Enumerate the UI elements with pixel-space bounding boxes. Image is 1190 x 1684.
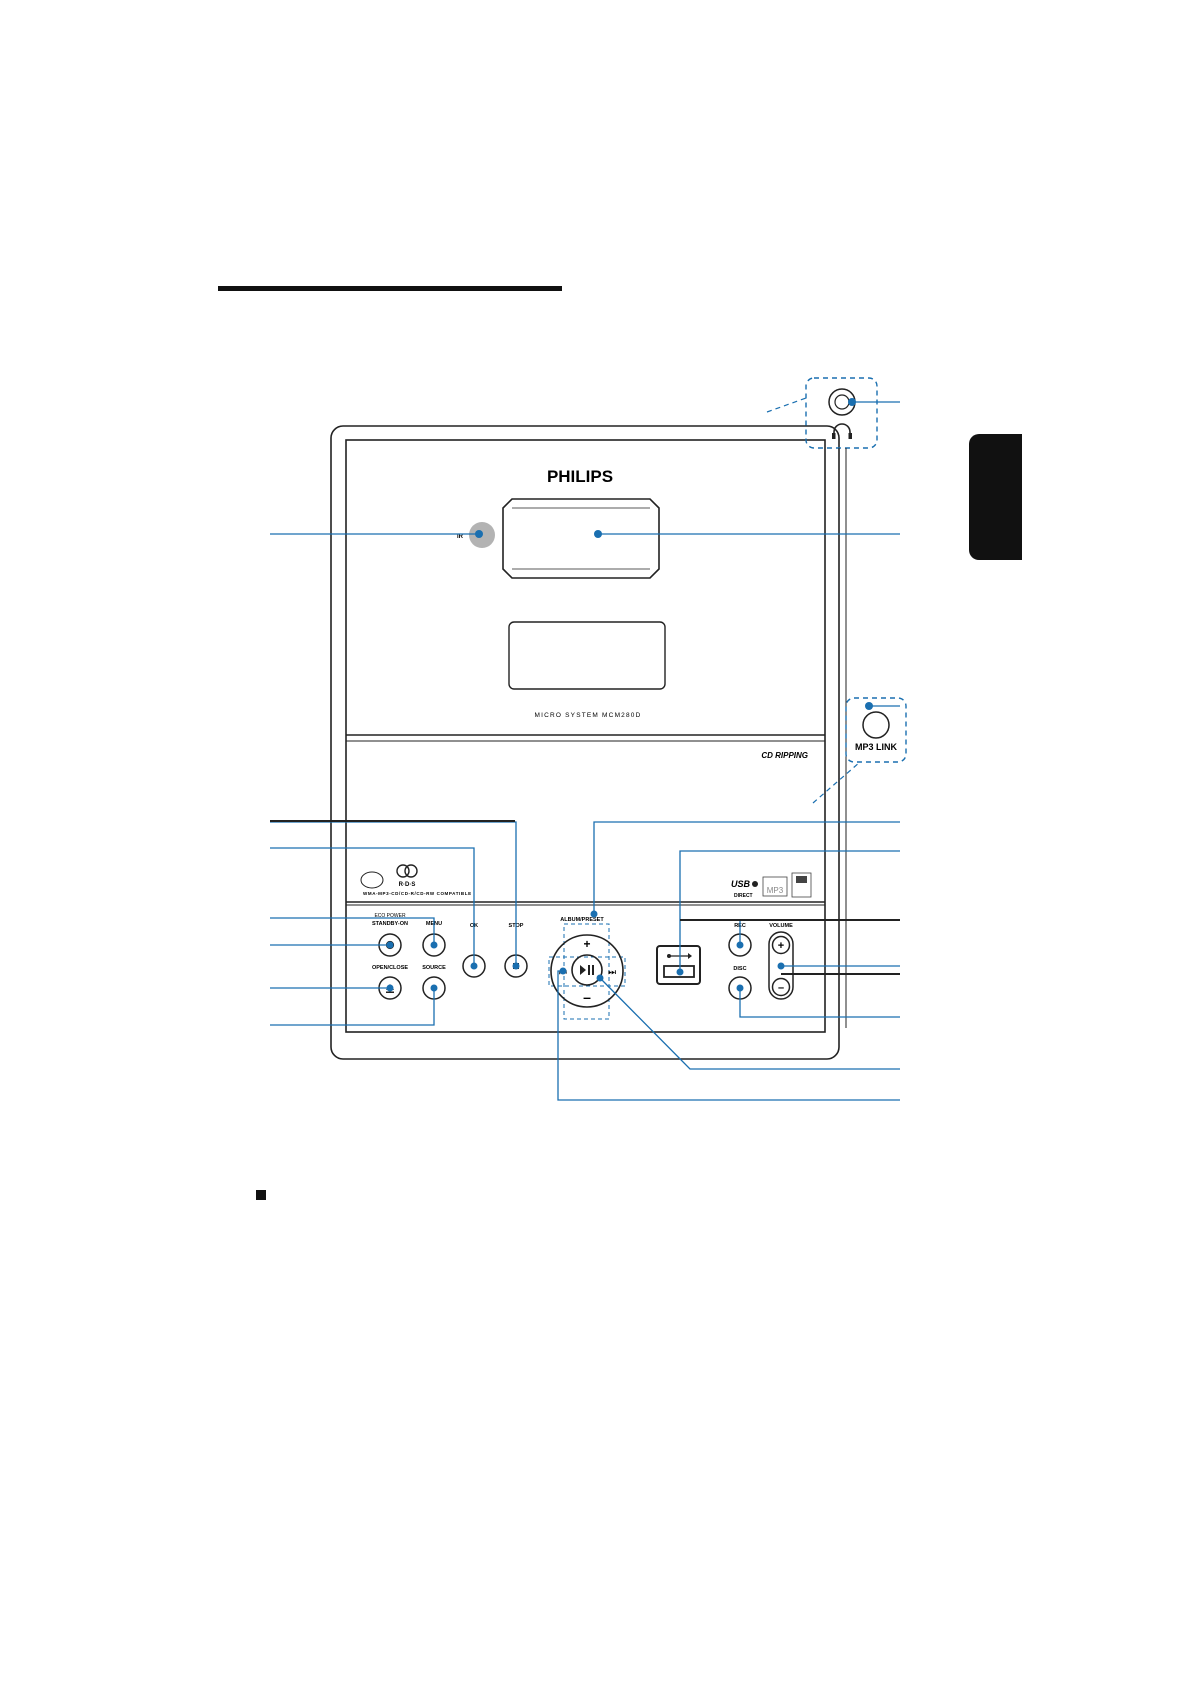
cd-window	[508, 621, 666, 690]
section-title-rule	[218, 286, 562, 291]
model-label: MICRO SYSTEM MCM280D	[534, 712, 641, 719]
album-down-icon[interactable]: –	[583, 989, 591, 1005]
mp3-link-label: MP3 LINK	[855, 742, 898, 752]
callout-play-pause	[599, 977, 900, 1070]
volume-up-button[interactable]	[771, 935, 791, 955]
callout-usb	[679, 850, 900, 972]
callout-rec	[739, 919, 900, 945]
headphone-icon	[832, 423, 852, 439]
cd-ripping-label: CD RIPPING	[761, 751, 808, 760]
usb-direct-label: DIRECT	[734, 893, 753, 899]
callout-disc	[739, 988, 900, 1018]
play-pause-button[interactable]	[571, 954, 603, 986]
svg-text:USB: USB	[731, 879, 751, 889]
volume-down-button[interactable]	[771, 977, 791, 997]
mp3-link-detail-box	[845, 697, 907, 763]
next-icon[interactable]: ⏭	[608, 967, 616, 977]
callout-source	[270, 988, 435, 1026]
rds-logo-label: R·D·S	[399, 882, 416, 888]
mp3-link-jack[interactable]	[862, 711, 890, 739]
note-bullet	[256, 1190, 266, 1200]
usb-icon	[667, 953, 692, 959]
open-close-label: OPEN/CLOSE	[372, 965, 408, 971]
source-label: SOURCE	[422, 965, 446, 971]
eco-power-label-1: ECO POWER	[374, 913, 406, 919]
compatibility-label: WMA-MP3-CD/CD-R/CD-RW COMPATIBLE	[363, 891, 472, 896]
usb-port-frame	[656, 945, 701, 985]
callout-menu	[270, 917, 435, 945]
brand-logo: PHILIPS	[547, 467, 613, 486]
album-up-icon[interactable]: +	[583, 937, 590, 951]
language-tab	[969, 434, 1022, 560]
callout-dots	[386, 398, 873, 992]
headphone-pointer	[766, 397, 807, 413]
mp3-badge-box	[762, 876, 788, 897]
headphone-detail-box	[805, 377, 878, 449]
ir-label: IR	[457, 534, 464, 540]
pause-icon	[588, 965, 590, 975]
callout-ok	[270, 847, 475, 966]
usb-port-slot[interactable]	[663, 965, 695, 978]
callout-album-preset	[593, 821, 900, 914]
navigation-ring[interactable]	[550, 934, 624, 1008]
usb-direct-logo: USB DIRECT	[731, 879, 758, 899]
display-window	[502, 498, 660, 579]
mp3-link-pointer	[812, 761, 861, 804]
plus-icon: +	[778, 940, 784, 952]
play-icon	[580, 965, 586, 975]
skip-highlight	[548, 956, 626, 987]
device-inner-frame	[345, 439, 826, 1033]
volume-label: VOLUME	[769, 923, 793, 929]
album-preset-label: ALBUM/PRESET	[560, 917, 604, 923]
windows-media-badge	[791, 872, 812, 898]
mp3-badge: MP3	[767, 886, 784, 895]
minus-icon: –	[778, 982, 784, 994]
windows-media-flag	[796, 876, 807, 883]
disc-label: DISC	[733, 966, 746, 972]
eco-power-label-2: STANDBY-ON	[372, 921, 408, 927]
compatibility-logos: R·D·S	[360, 864, 418, 889]
